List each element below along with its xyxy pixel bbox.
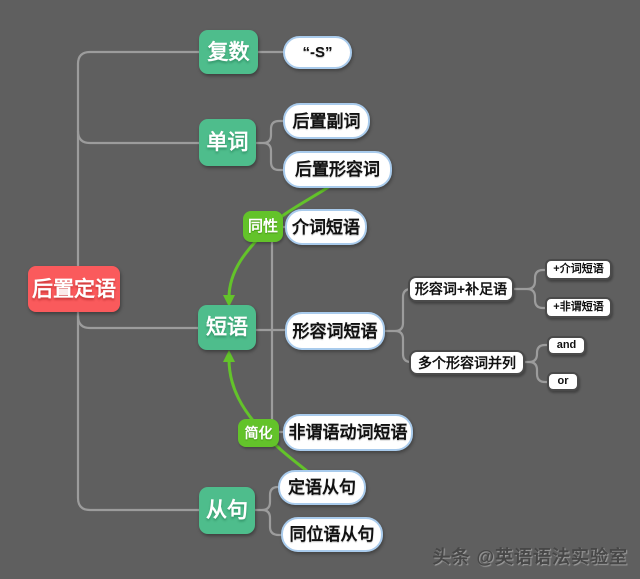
node-plural[interactable]: 复数	[199, 30, 258, 74]
leaf-multiple-adjectives[interactable]: 多个形容词并列	[409, 350, 525, 375]
node-root[interactable]: 后置定语	[28, 266, 120, 312]
relation-label-simplify[interactable]: 简化	[238, 419, 279, 447]
same-nature-arrowhead	[223, 295, 235, 307]
leaf-prep-phrase[interactable]: 介词短语	[285, 209, 367, 245]
leaf-post-adjective[interactable]: 后置形容词	[283, 151, 392, 188]
leaf-adj-plus-complement[interactable]: 形容词+补足语	[408, 276, 514, 302]
leaf-or[interactable]: or	[547, 372, 579, 391]
adj-complement-bracket	[512, 268, 547, 310]
leaf-plus-nonfinite-phrase[interactable]: +非谓短语	[545, 297, 612, 318]
simplify-arrowhead	[223, 350, 235, 362]
node-clause[interactable]: 从句	[199, 487, 255, 534]
leaf-appositive-clause[interactable]: 同位语从句	[281, 517, 383, 552]
branch-phrase-line	[76, 314, 200, 330]
leaf-post-adverb[interactable]: 后置副词	[283, 103, 370, 139]
leaf-attributive-clause[interactable]: 定语从句	[278, 470, 366, 505]
branch-word-line	[76, 129, 201, 145]
multi-adj-bracket	[523, 343, 549, 384]
watermark-text: 头条 @英语语法实验室	[432, 547, 628, 567]
phrase-bracket	[254, 225, 287, 434]
leaf-nonfinite-verb-phrase[interactable]: 非谓语动词短语	[283, 414, 413, 451]
clause-bracket	[253, 485, 283, 537]
leaf-and[interactable]: and	[547, 336, 586, 355]
adj-phrase-bracket	[383, 287, 413, 364]
word-bracket	[254, 119, 285, 172]
relation-label-same-nature[interactable]: 同性	[243, 211, 283, 242]
leaf-plural-s[interactable]: “-S”	[283, 36, 352, 69]
leaf-plus-prep-phrase[interactable]: +介词短语	[545, 259, 612, 280]
node-phrase[interactable]: 短语	[198, 305, 256, 350]
node-word[interactable]: 单词	[199, 119, 256, 166]
leaf-adj-phrase[interactable]: 形容词短语	[285, 312, 385, 350]
